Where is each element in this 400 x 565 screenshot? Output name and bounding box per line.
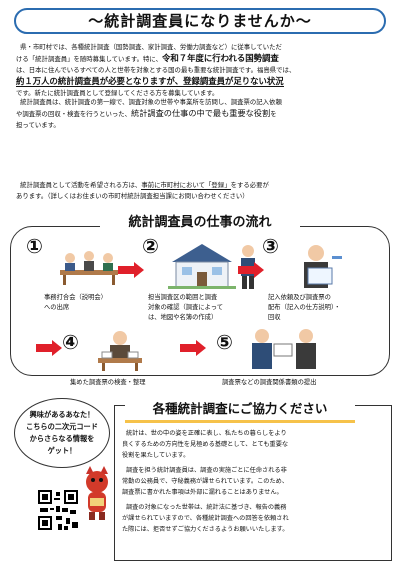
intro-paragraph: 県・市町村では、各種統計調査（国勢調査、家計調査、労働力調査など）に従事していた… (16, 43, 296, 97)
house-illustration (168, 244, 236, 289)
step-3-caption: 記入依頼及び調査票の 配布（記入の仕方説明）・ 回収 (268, 294, 341, 321)
step-2-number: ② (142, 234, 159, 258)
arrow-right-icon (238, 262, 264, 278)
meeting-illustration (60, 251, 118, 285)
arrow-right-icon (36, 340, 62, 356)
work-flow-title: 統計調査員の仕事の流れ (100, 213, 300, 233)
cooperation-paragraph-2: 調査を担う統計調査員は、調査の実施ごとに任命される非常勤の公務員で、守秘義務が課… (122, 467, 289, 496)
qr-speech-bubble: 興味があるあなた！ こちらの二次元コード からさらなる情報を ゲット！ (14, 398, 110, 468)
step-4-caption: 集めた調査票の検査・整理 (70, 379, 146, 386)
mascot-illustration (86, 466, 108, 520)
cooperation-heading: 各種統計調査にご協力ください (125, 398, 355, 423)
step-5-number: ⑤ (216, 330, 233, 354)
submitting-documents-illustration (252, 329, 316, 369)
step-4-number: ④ (62, 330, 79, 354)
arrow-right-icon (118, 262, 144, 278)
step-2-caption: 担当調査区の範囲と調査 対象の確認（調査によって は、地図や名簿の作成） (148, 294, 224, 321)
arrow-right-icon (180, 340, 206, 356)
page-title: ～統計調査員になりませんか～ (14, 8, 386, 34)
cooperation-paragraph-1: 統計は、世の中の姿を正確に表し、私たちの暮らしをより良くするための方向性を見極め… (122, 430, 289, 459)
step-1-caption: 事務打合会（説明会） への出席 (44, 294, 107, 311)
survey-visit-illustration (304, 245, 342, 288)
cooperation-paragraph-3: 調査の対象になった世帯は、統計法に基づき、報告の義務が課せられていますので、各種… (122, 504, 289, 533)
step-3-number: ③ (262, 234, 279, 258)
role-paragraph: 統計調査員は、統計調査の第一線で、調査対象の世帯や事業所を訪問し、調査票の記入依… (16, 98, 282, 129)
qr-code[interactable] (36, 488, 80, 532)
step-5-caption: 調査票などの調査関係書類の提出 (222, 379, 317, 386)
step-1-number: ① (26, 234, 43, 258)
checking-documents-illustration (98, 331, 142, 371)
register-paragraph: 統計調査員として活動を希望される方は、事前に市町村において「登録」をする必要が … (16, 181, 269, 200)
